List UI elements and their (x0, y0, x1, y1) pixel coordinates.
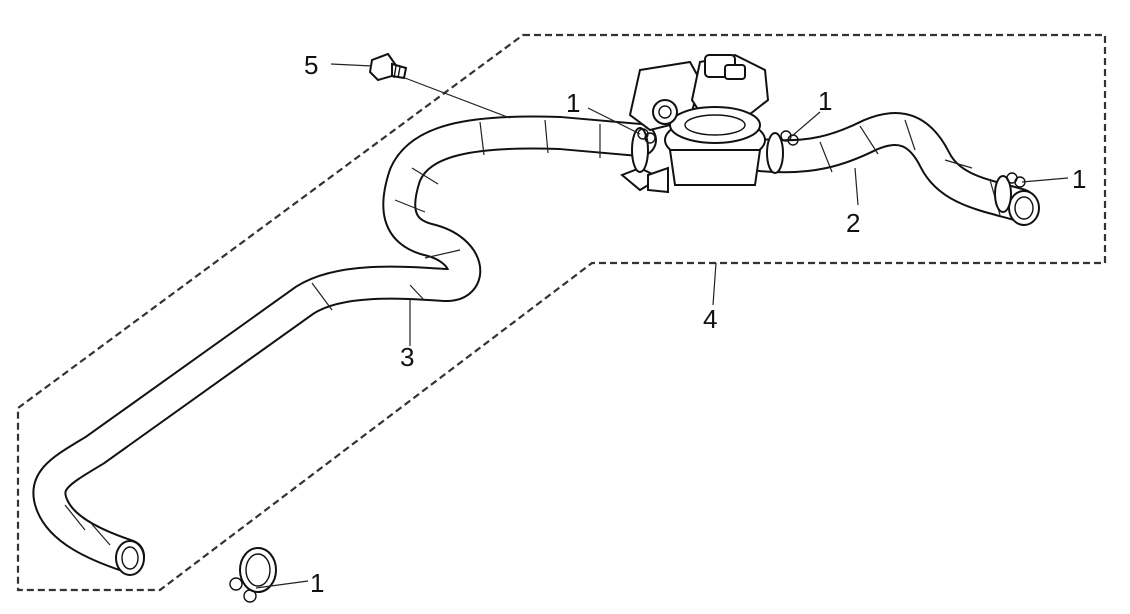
hose-part-3 (32, 115, 657, 576)
hose-clamp-icon (994, 172, 1026, 213)
callout-3: 3 (400, 342, 414, 372)
air-injection-valve-icon (620, 53, 770, 194)
hose-clamp-loose-icon (229, 547, 277, 603)
callout-1-hose-end: 1 (1072, 164, 1086, 194)
hose-2-end-icon (1008, 190, 1040, 226)
bolt-icon (368, 52, 408, 82)
callout-1-valve-left: 1 (566, 88, 580, 118)
callout-2: 2 (846, 208, 860, 238)
assembly-boundary (16, 33, 1107, 592)
callout-1-valve-right: 1 (818, 86, 832, 116)
callout-5: 5 (304, 50, 318, 80)
hose-clamp-icon (631, 127, 656, 173)
callout-1-loose-clamp: 1 (310, 568, 324, 598)
hose-part-2 (743, 112, 1040, 226)
hose-3-end-icon (115, 540, 145, 576)
callout-4: 4 (703, 304, 717, 334)
